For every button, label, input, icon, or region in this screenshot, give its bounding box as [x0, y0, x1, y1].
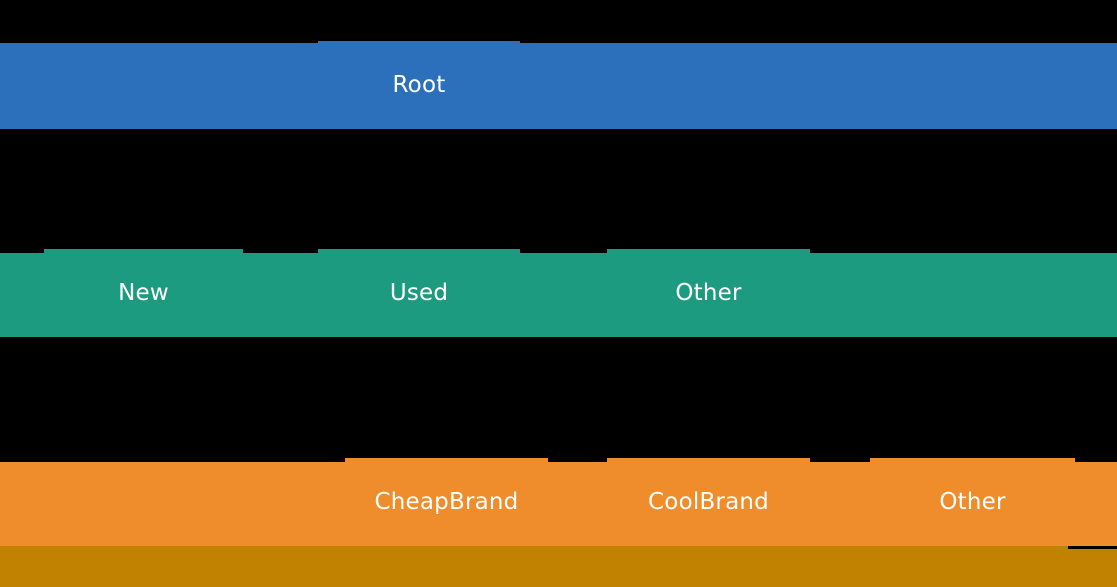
chart-node-unlabeled[interactable]: [520, 43, 1117, 129]
chart-node-unlabeled[interactable]: [548, 462, 607, 546]
chart-node-label: CoolBrand: [648, 488, 769, 515]
chart-node-unlabeled[interactable]: [0, 462, 345, 546]
chart-level-brand-level: CheapBrand CoolBrand Other: [0, 458, 1117, 546]
chart-level-seller-level: [0, 546, 1117, 587]
chart-node-unlabeled[interactable]: [810, 462, 870, 546]
chart-level-condition-level: New Used Other: [0, 249, 1117, 337]
chart-node-unlabeled[interactable]: [0, 43, 318, 129]
chart-node-unlabeled[interactable]: [0, 546, 1068, 587]
chart-node-other[interactable]: Other: [607, 249, 810, 337]
chart-node-unlabeled[interactable]: [520, 253, 607, 337]
chart-node-unlabeled[interactable]: [1075, 462, 1117, 546]
chart-node-used[interactable]: Used: [318, 249, 520, 337]
chart-node-unlabeled[interactable]: [0, 253, 44, 337]
chart-node-root[interactable]: Root: [318, 41, 520, 129]
chart-node-label: Root: [392, 71, 446, 98]
chart-node-label: New: [118, 279, 169, 306]
chart-node-label: CheapBrand: [374, 488, 519, 515]
chart-node-label: Other: [939, 488, 1006, 515]
chart-node-coolbrand[interactable]: CoolBrand: [607, 458, 810, 546]
chart-node-new[interactable]: New: [44, 249, 243, 337]
chart-node-label: Used: [389, 279, 449, 306]
chart-node-unlabeled[interactable]: [243, 253, 318, 337]
chart-node-label: Other: [675, 279, 742, 306]
chart-node-other[interactable]: Other: [870, 458, 1075, 546]
chart-node-unlabeled[interactable]: [810, 253, 1117, 337]
chart-level-root-level: Root: [0, 41, 1117, 129]
chart-node-cheapbrand[interactable]: CheapBrand: [345, 458, 548, 546]
chart-node-unlabeled[interactable]: [1068, 549, 1117, 587]
